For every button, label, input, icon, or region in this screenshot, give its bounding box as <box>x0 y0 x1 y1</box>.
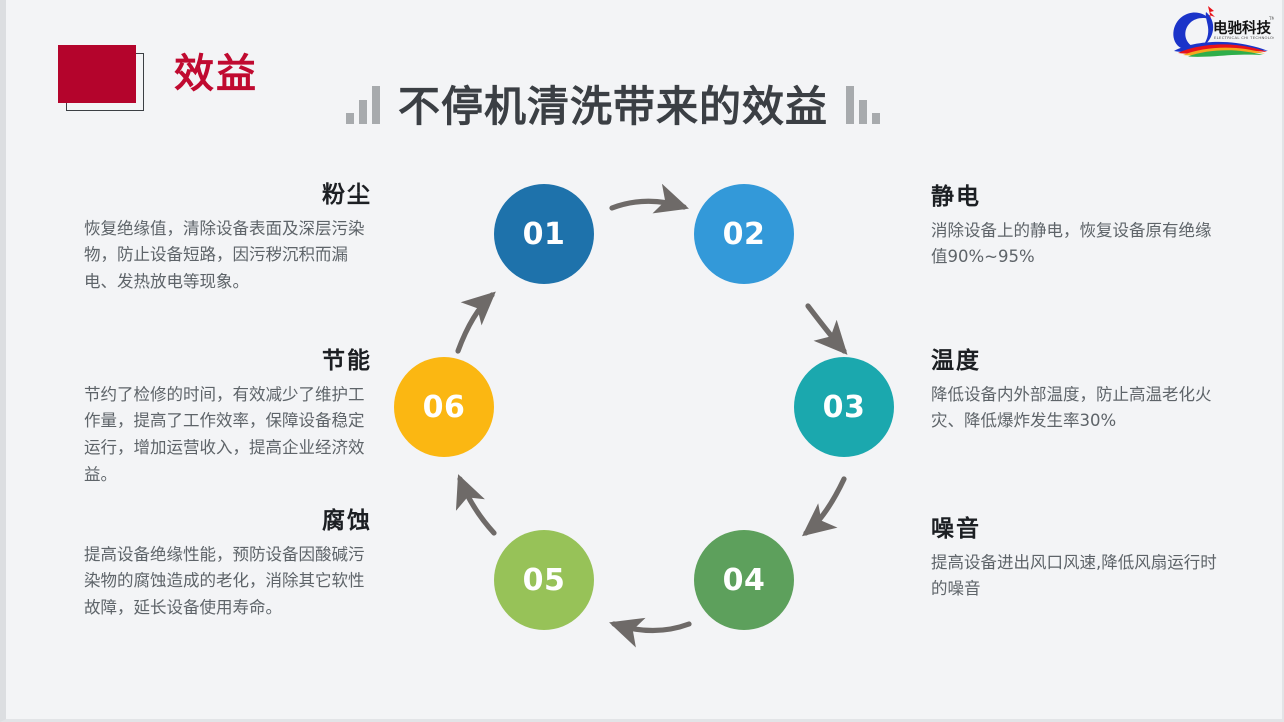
logo-trademark: TM <box>1268 16 1274 21</box>
cycle-node-05[interactable]: 05 <box>494 530 594 630</box>
benefit-block-static: 静电 消除设备上的静电，恢复设备原有绝缘值90%~95% <box>931 184 1219 271</box>
ascending-bars-icon <box>346 80 380 124</box>
arrow-06-to-01 <box>455 291 496 354</box>
benefit-energy-title: 节能 <box>322 348 372 374</box>
cycle-node-06-label: 06 <box>422 389 466 425</box>
benefit-corrosion-body: 提高设备绝缘性能，预防设备因酸碱污染物的腐蚀造成的老化，消除其它软性故障，延长设… <box>84 544 365 618</box>
benefit-temperature-title: 温度 <box>931 348 981 374</box>
company-logo: 电驰科技 ELECTRICAL CHI TECHNOLOGY TM <box>1173 6 1274 57</box>
cycle-node-03-label: 03 <box>822 389 866 425</box>
benefit-static-title: 静电 <box>931 184 981 210</box>
benefit-corrosion-title: 腐蚀 <box>322 508 372 534</box>
cycle-node-02[interactable]: 02 <box>694 184 794 284</box>
page-title: 不停机清洗带来的效益 <box>346 70 881 131</box>
arrow-02-to-03 <box>805 303 848 355</box>
benefit-static-body: 消除设备上的静电，恢复设备原有绝缘值90%~95% <box>931 220 1212 267</box>
benefit-block-energy: 节能 节约了检修的时间，有效减少了维护工作量，提高了工作效率，保障设备稳定运行，… <box>84 348 372 488</box>
benefit-block-noise: 噪音 提高设备进出风口风速,降低风扇运行时的噪音 <box>931 516 1219 603</box>
cycle-node-01-label: 01 <box>522 216 566 252</box>
benefit-block-corrosion: 腐蚀 提高设备绝缘性能，预防设备因酸碱污染物的腐蚀造成的老化，消除其它软性故障，… <box>84 508 372 622</box>
arrow-04-to-05 <box>609 617 692 648</box>
page-title-text: 不停机清洗带来的效益 <box>398 82 829 131</box>
benefit-dust-title: 粉尘 <box>322 182 372 208</box>
benefit-energy-body: 节约了检修的时间，有效减少了维护工作量，提高了工作效率，保障设备稳定运行，增加运… <box>84 384 365 484</box>
benefit-temperature-body: 降低设备内外部温度，防止高温老化火灾、降低爆炸发生率30% <box>931 384 1212 431</box>
logo-name-en: ELECTRICAL CHI TECHNOLOGY <box>1214 36 1274 40</box>
badge-fill-rect <box>58 45 136 103</box>
header-section-label: 效益 <box>174 51 258 97</box>
cycle-node-02-label: 02 <box>722 216 766 252</box>
cycle-node-04[interactable]: 04 <box>694 530 794 630</box>
cycle-diagram: 01 02 03 04 05 06 <box>374 165 934 665</box>
arrow-05-to-06 <box>455 474 497 536</box>
benefit-dust-body: 恢复绝缘值，清除设备表面及深层污染物，防止设备短路，因污秽沉积而漏电、发热放电等… <box>84 218 365 292</box>
header-badge-mark <box>58 45 144 111</box>
cycle-arrows <box>455 183 848 648</box>
cycle-node-05-label: 05 <box>522 562 566 598</box>
benefit-block-dust: 粉尘 恢复绝缘值，清除设备表面及深层污染物，防止设备短路，因污秽沉积而漏电、发热… <box>84 182 372 296</box>
cycle-node-01[interactable]: 01 <box>494 184 594 284</box>
logo-name-cn: 电驰科技 <box>1213 19 1271 37</box>
arrow-03-to-04 <box>801 476 847 537</box>
cycle-node-06[interactable]: 06 <box>394 357 494 457</box>
descending-bars-icon <box>846 80 881 124</box>
cycle-node-04-label: 04 <box>722 562 766 598</box>
benefit-noise-title: 噪音 <box>931 516 981 542</box>
benefit-noise-body: 提高设备进出风口风速,降低风扇运行时的噪音 <box>931 552 1217 599</box>
benefit-block-temperature: 温度 降低设备内外部温度，防止高温老化火灾、降低爆炸发生率30% <box>931 348 1219 435</box>
cycle-node-03[interactable]: 03 <box>794 357 894 457</box>
arrow-01-to-02 <box>609 183 689 214</box>
